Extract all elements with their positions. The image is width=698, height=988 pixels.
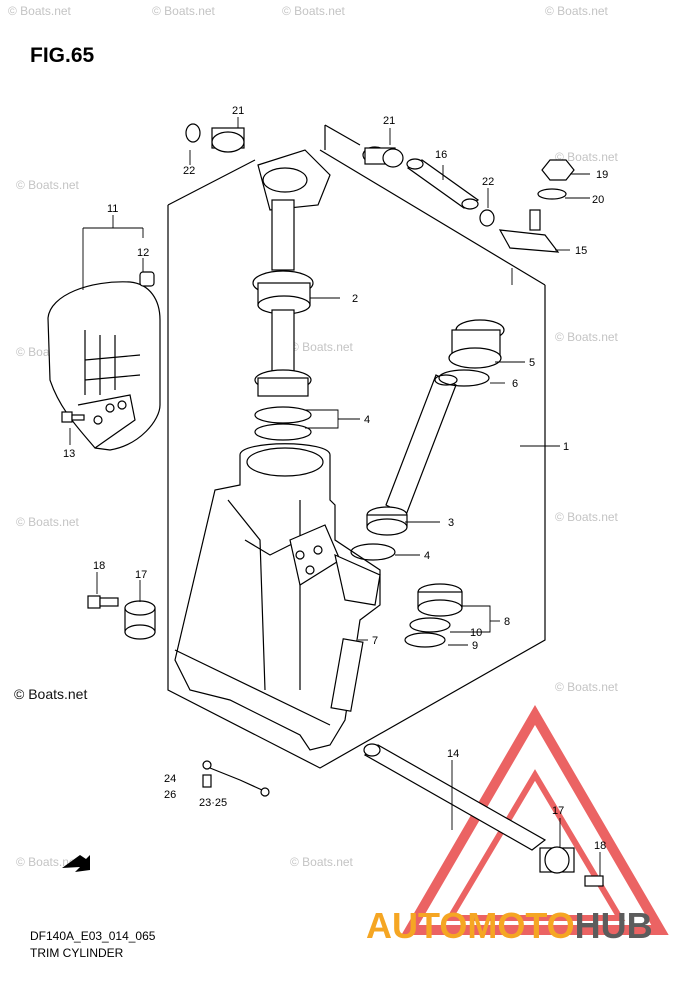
- callout-4: 4: [424, 550, 430, 562]
- watermark: © Boats.net: [290, 340, 353, 354]
- callout-5: 5: [529, 357, 535, 369]
- cylinder-cap-part-5: [438, 319, 505, 387]
- watermark: © Boats.net: [8, 4, 71, 18]
- watermark-dark: © Boats.net: [14, 686, 88, 702]
- callout-20: 20: [592, 194, 604, 206]
- watermark: © Boats.net: [282, 4, 345, 18]
- callout-19: 19: [596, 169, 608, 181]
- callout-17: 17: [552, 805, 564, 817]
- watermark: © Boats.net: [555, 150, 618, 164]
- callout-1: 1: [563, 441, 569, 453]
- callout-17: 17: [135, 569, 147, 581]
- piston-parts-8-9-10: [404, 583, 463, 648]
- watermark: © Boats.net: [16, 855, 79, 869]
- callout-2: 2: [352, 293, 358, 305]
- assembly-outline: [167, 124, 546, 769]
- diagram-name: TRIM CYLINDER: [30, 946, 124, 960]
- ring-part-22: [185, 123, 495, 227]
- brand-triangle-logo: [401, 705, 669, 935]
- callout-9: 9: [472, 640, 478, 652]
- callout-8: 8: [504, 616, 510, 628]
- brand-part-1: AUTOMOTO: [366, 905, 575, 946]
- cover-part-11: [47, 281, 161, 451]
- callout-7: 7: [372, 635, 378, 647]
- brand-logo-text: AUTOMOTOHUB: [366, 905, 653, 947]
- pin-part-16: [406, 158, 480, 210]
- diagram-code: DF140A_E03_014_065: [30, 929, 156, 943]
- callout-3: 3: [448, 517, 454, 529]
- watermark: © Boats.net: [16, 515, 79, 529]
- callout-11: 11: [107, 203, 118, 215]
- bushing-bolt-17-18-right: [539, 846, 604, 887]
- callout-22: 22: [183, 165, 195, 177]
- callout-13: 13: [63, 448, 75, 460]
- bushing-part-21: [211, 127, 404, 168]
- callout-21: 21: [232, 105, 244, 117]
- brand-part-2: HUB: [574, 905, 653, 946]
- trim-cylinder-body-part-7: [174, 443, 381, 751]
- watermark: © Boats.net: [152, 4, 215, 18]
- watermark: © Boats.net: [555, 510, 618, 524]
- callout-16: 16: [435, 149, 447, 161]
- cap-part-12: [139, 271, 155, 287]
- callout-24: 24: [164, 773, 176, 785]
- ground-wire-parts-23-25: [202, 760, 270, 797]
- callout-numbers: 21 22 21 16 22 19 20 15 11 12 13 2 4 5 6…: [63, 105, 608, 852]
- callout-18: 18: [93, 560, 105, 572]
- watermark: © Boats.net: [16, 178, 79, 192]
- upper-cylinder-rod: [252, 149, 331, 441]
- forward-arrow-icon: [62, 855, 90, 872]
- fitting-parts-15-19-20: [498, 159, 575, 253]
- callout-6: 6: [512, 378, 518, 390]
- watermark: © Boats.net: [545, 4, 608, 18]
- callout-23-25: 23·25: [199, 797, 227, 809]
- shaft-part-14: [363, 743, 547, 851]
- callout-26: 26: [164, 789, 176, 801]
- callout-15: 15: [575, 245, 587, 257]
- watermark: © Boats.net: [555, 680, 618, 694]
- callout-4: 4: [364, 414, 370, 426]
- watermark: © Boats.net: [555, 330, 618, 344]
- callout-12: 12: [137, 247, 149, 259]
- watermark: © Boats.net: [290, 855, 353, 869]
- bushing-bolt-17-18-left: [87, 595, 156, 640]
- callout-18: 18: [594, 840, 606, 852]
- piston-rod-part-3: [366, 374, 458, 536]
- o-ring-part-4: [350, 543, 396, 561]
- leader-lines: [69, 117, 601, 876]
- callout-10: 10: [470, 627, 482, 639]
- callout-21: 21: [383, 115, 395, 127]
- callout-22: 22: [482, 176, 494, 188]
- bolt-part-13: [61, 411, 85, 423]
- figure-title: FIG.65: [30, 44, 95, 67]
- callout-14: 14: [447, 748, 459, 760]
